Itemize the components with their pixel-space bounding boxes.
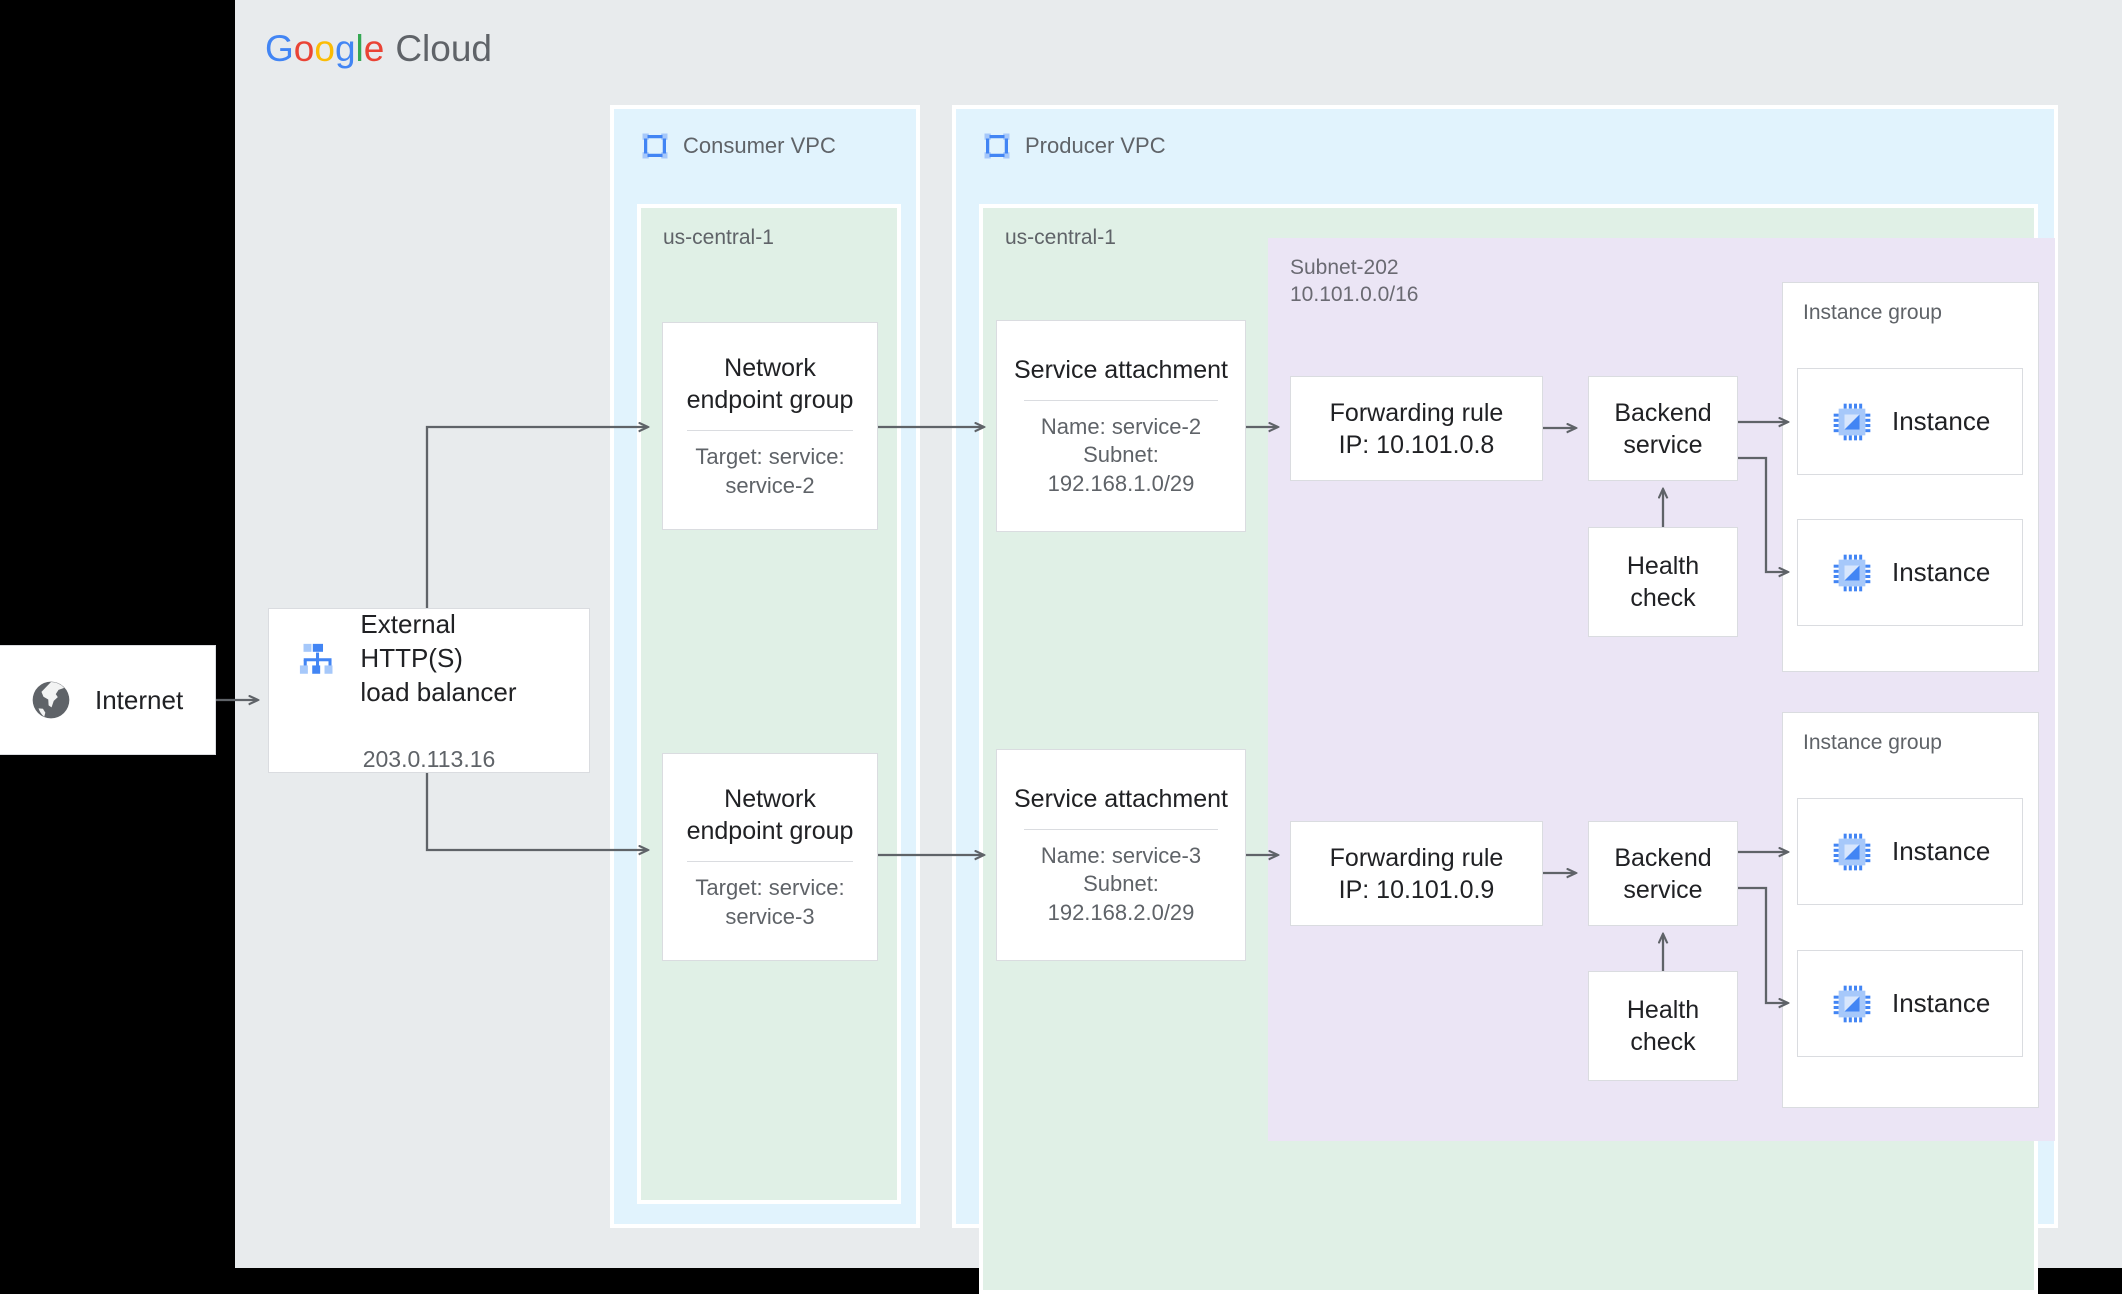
instance-2-1-label: Instance	[1892, 836, 1991, 866]
neg-1-title: Network endpoint group	[686, 353, 854, 414]
health-check-1-title: Health check	[1626, 552, 1700, 612]
forwarding-rule-2[interactable]: Forwarding rule IP: 10.101.0.9	[1290, 821, 1543, 926]
instance-2-2[interactable]: Instance	[1797, 950, 2023, 1057]
logo-letter-g2: g	[334, 28, 356, 69]
backend-service-1[interactable]: Backend service	[1588, 376, 1738, 481]
backend-service-1-title: Backend service	[1614, 398, 1712, 459]
instance-2-1[interactable]: Instance	[1797, 798, 2023, 905]
neg-2-subtitle: Target: service: service-3	[695, 874, 845, 929]
forwarding-rule-2-title: Forwarding rule IP: 10.101.0.9	[1329, 843, 1504, 904]
network-endpoint-group-1[interactable]: Network endpoint group Target: service: …	[662, 322, 878, 530]
instance-2-2-label: Instance	[1892, 988, 1991, 1018]
consumer-vpc-container: Consumer VPC us-central-1	[610, 105, 920, 1228]
service-attachment-2-divider	[1024, 828, 1218, 830]
logo-letter-e: e	[363, 28, 385, 69]
load-balancer-icon	[299, 643, 333, 674]
backend-service-2[interactable]: Backend service	[1588, 821, 1738, 926]
forwarding-rule-1-title: Forwarding rule IP: 10.101.0.8	[1329, 398, 1504, 459]
instance-1-2-label: Instance	[1892, 557, 1991, 587]
subnet-202-label: Subnet-202 10.101.0.0/16	[1290, 256, 1419, 306]
instance-icon	[1833, 403, 1871, 440]
producer-vpc-title: Producer VPC	[1025, 133, 1166, 158]
load-balancer-title: External HTTP(S) load balancer	[360, 609, 517, 707]
neg-1-divider	[686, 429, 854, 431]
logo-letter-l: l	[355, 28, 364, 69]
service-attachment-1-divider	[1024, 399, 1218, 401]
internet-node[interactable]: Internet	[0, 645, 216, 755]
producer-vpc-header: Producer VPC	[982, 131, 1166, 161]
producer-region-label: us-central-1	[1005, 226, 1116, 249]
neg-1-subtitle: Target: service: service-2	[695, 443, 845, 498]
logo-letter-g: G	[265, 28, 294, 69]
load-balancer-header: External HTTP(S) load balancer	[269, 608, 589, 709]
logo-letter-o2: o	[314, 28, 335, 69]
instance-1-2[interactable]: Instance	[1797, 519, 2023, 626]
globe-icon	[32, 681, 70, 719]
instance-icon	[1833, 833, 1871, 870]
service-attachment-1-subtitle: Name: service-2 Subnet: 192.168.1.0/29	[1040, 413, 1202, 496]
logo-letter-o1: o	[293, 28, 315, 69]
neg-2-divider	[686, 860, 854, 862]
load-balancer-node[interactable]: External HTTP(S) load balancer 203.0.113…	[268, 608, 590, 773]
instance-group-2-label: Instance group	[1803, 731, 1942, 754]
backend-service-2-title: Backend service	[1614, 843, 1712, 904]
health-check-2[interactable]: Health check	[1588, 971, 1738, 1081]
instance-1-1-label: Instance	[1892, 406, 1991, 436]
vpc-icon	[642, 133, 668, 159]
instance-icon	[1833, 985, 1871, 1022]
service-attachment-1-title: Service attachment	[1014, 355, 1228, 384]
consumer-vpc-title: Consumer VPC	[683, 133, 836, 158]
load-balancer-ip: 203.0.113.16	[362, 745, 496, 772]
service-attachment-1[interactable]: Service attachment Name: service-2 Subne…	[996, 320, 1246, 532]
neg-2-title: Network endpoint group	[686, 784, 854, 845]
logo-word-cloud: Cloud	[395, 28, 493, 69]
instance-1-1[interactable]: Instance	[1797, 368, 2023, 475]
service-attachment-2-subtitle: Name: service-3 Subnet: 192.168.2.0/29	[1040, 842, 1202, 925]
health-check-1[interactable]: Health check	[1588, 527, 1738, 637]
vpc-icon	[984, 133, 1010, 159]
forwarding-rule-1[interactable]: Forwarding rule IP: 10.101.0.8	[1290, 376, 1543, 481]
service-attachment-2-title: Service attachment	[1014, 784, 1228, 813]
service-attachment-2[interactable]: Service attachment Name: service-3 Subne…	[996, 749, 1246, 961]
instance-icon	[1833, 554, 1871, 591]
consumer-vpc-header: Consumer VPC	[640, 131, 836, 161]
instance-group-1-label: Instance group	[1803, 301, 1942, 324]
internet-label: Internet	[95, 684, 184, 715]
health-check-2-title: Health check	[1626, 996, 1700, 1056]
consumer-region-label: us-central-1	[663, 226, 774, 249]
network-endpoint-group-2[interactable]: Network endpoint group Target: service: …	[662, 753, 878, 961]
